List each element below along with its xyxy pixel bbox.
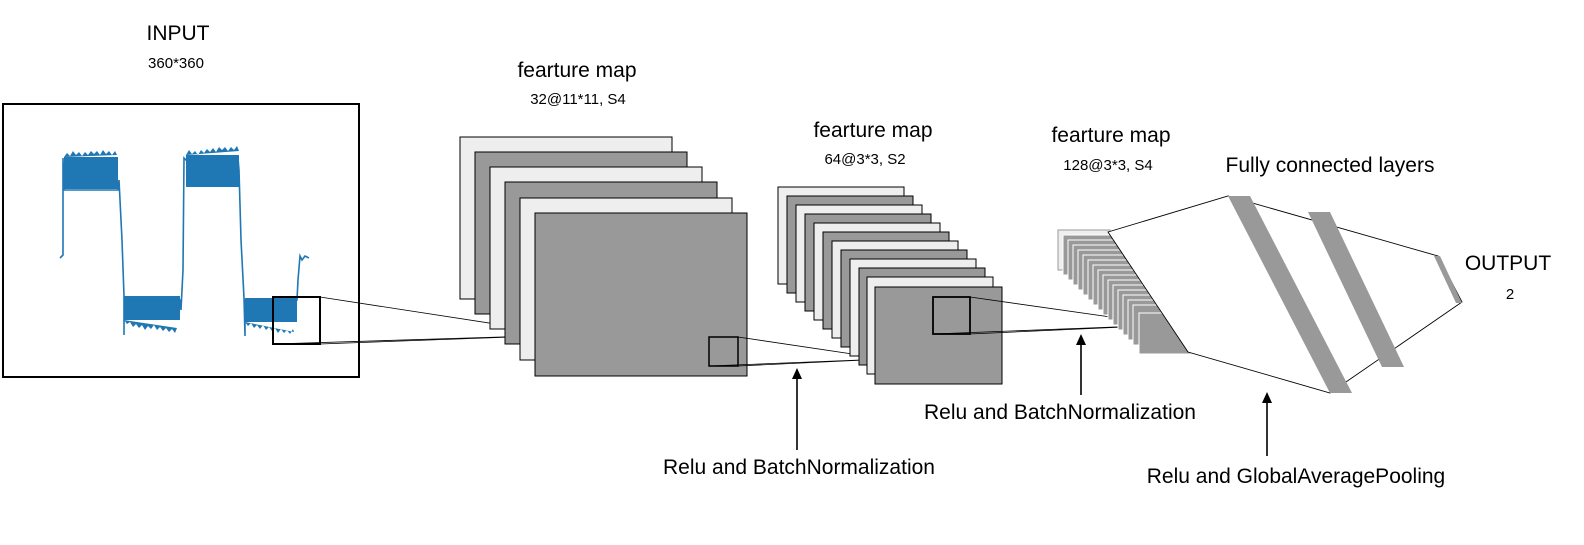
layer2-receptive-field [932, 296, 971, 335]
annotation-relu-globalavgpool: Relu and GlobalAveragePooling [1147, 465, 1446, 488]
annotation-relu-batchnorm-1: Relu and BatchNormalization [663, 456, 935, 479]
annotation-relu-batchnorm-2: Relu and BatchNormalization [924, 401, 1196, 424]
input-receptive-field [272, 296, 321, 345]
layer2-feature-map-stack [777, 186, 1003, 385]
layer2-title: fearture map [813, 119, 932, 142]
layer3-params: 128@3*3, S4 [1063, 157, 1152, 174]
layer1-receptive-field [708, 336, 739, 367]
annotation-arrows [792, 334, 1272, 456]
input-title: INPUT [147, 22, 210, 45]
fully-connected-layers [1107, 195, 1463, 394]
layer1-feature-map-stack [459, 136, 748, 377]
layer1-title: fearture map [517, 59, 636, 82]
output-size: 2 [1506, 286, 1514, 303]
input-size: 360*360 [148, 55, 204, 72]
input-signal-waveform [59, 146, 310, 337]
output-title: OUTPUT [1465, 252, 1552, 275]
input-frame [2, 103, 360, 378]
layer3-title: fearture map [1051, 124, 1170, 147]
layer1-params: 32@11*11, S4 [530, 91, 626, 108]
layer2-params: 64@3*3, S2 [824, 151, 905, 168]
fc-title: Fully connected layers [1226, 154, 1435, 177]
